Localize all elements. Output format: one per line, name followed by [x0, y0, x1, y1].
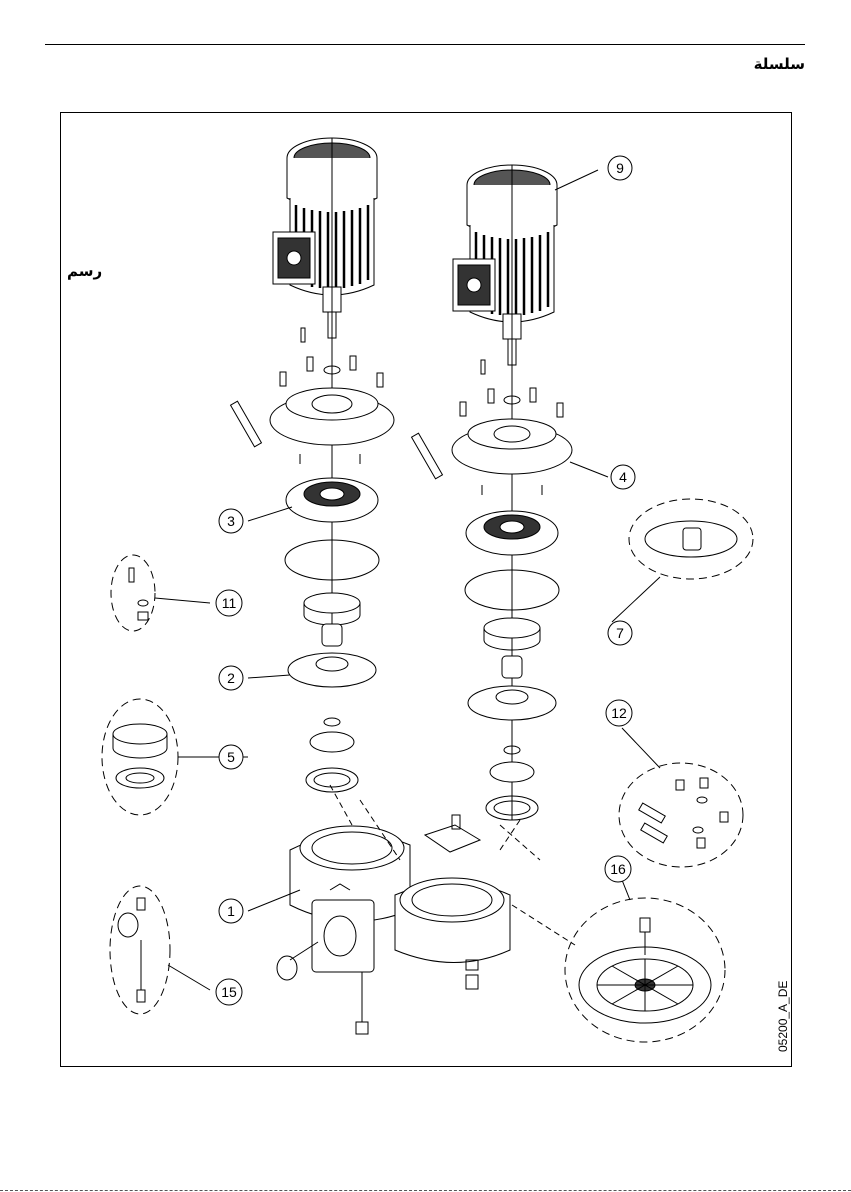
left-stack-parts: [231, 328, 394, 792]
right-motor-illustration: [453, 165, 557, 820]
page-bottom-rule: [0, 1190, 851, 1191]
callout-1-label: 1: [227, 903, 235, 919]
pump-housing: [277, 785, 540, 1034]
callout-12-label: 12: [611, 705, 627, 721]
detail-5-outline: [102, 699, 178, 815]
callout-5-label: 5: [227, 749, 235, 765]
callout-3-label: 3: [227, 513, 235, 529]
callout-11-label: 11: [222, 595, 237, 611]
callout-9-label: 9: [616, 160, 624, 176]
right-stack-parts: [412, 360, 572, 820]
detail-15-outline: [110, 886, 170, 1014]
callout-7-label: 7: [616, 625, 624, 641]
callout-2-label: 2: [227, 670, 235, 686]
callout-15-label: 15: [221, 984, 237, 1000]
callout-4-label: 4: [619, 469, 627, 485]
callout-16-label: 16: [610, 861, 626, 877]
detail-12-outline: [619, 763, 743, 867]
